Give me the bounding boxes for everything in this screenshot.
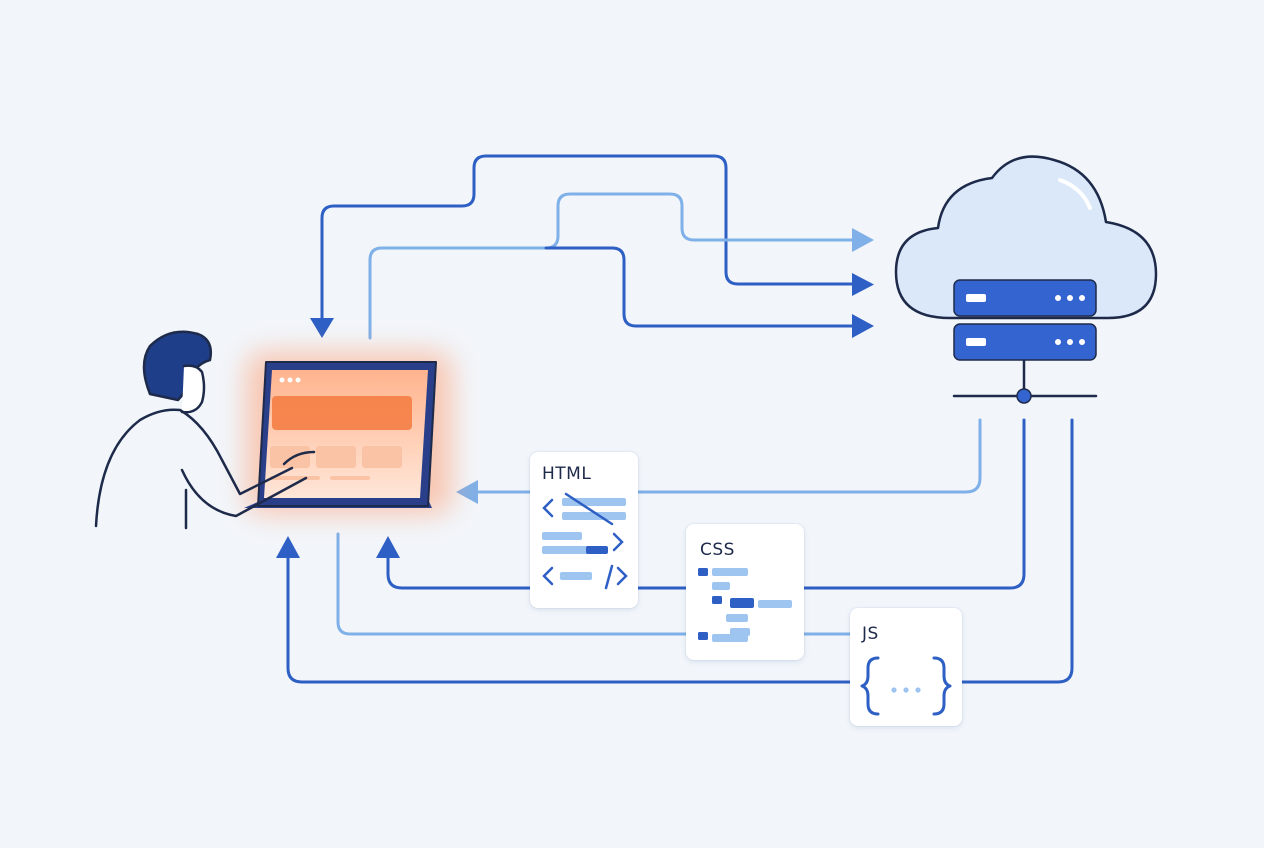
- arrowhead-cloud-bottom: [852, 314, 874, 338]
- request-arrows: [310, 154, 874, 340]
- screen-card-1: [270, 446, 310, 468]
- person-arm: [180, 468, 308, 518]
- arrowhead-up-outer: [276, 536, 300, 558]
- screen-text-line: [330, 476, 370, 480]
- js-card-label: JS: [862, 624, 879, 644]
- cloud-highlight: [1058, 178, 1092, 210]
- arrowhead-cloud-middle: [852, 273, 874, 296]
- css-card: CSS: [686, 524, 804, 660]
- request-arrow-light: [368, 192, 862, 340]
- window-dot: [295, 377, 301, 383]
- server-unit-1: [953, 279, 1097, 317]
- screen-card-2: [316, 446, 356, 468]
- server-slot-2: [966, 338, 986, 346]
- server-led: [1079, 295, 1085, 301]
- arrowhead-cloud-top: [852, 228, 874, 252]
- request-arrow-dark: [544, 246, 862, 328]
- person-pointing-icon: [94, 330, 316, 530]
- server-slot-1: [966, 294, 986, 302]
- server-led: [1067, 339, 1073, 345]
- server-led: [1067, 295, 1073, 301]
- js-card: JS: [850, 608, 962, 726]
- response-arrow-to-device: [320, 154, 862, 322]
- network-node: [1016, 388, 1032, 404]
- screen-text-line: [270, 476, 320, 480]
- css-card-label: CSS: [700, 540, 735, 560]
- html-card: HTML: [530, 452, 638, 608]
- person-body: [94, 408, 294, 528]
- arrowhead-down-device: [310, 318, 334, 338]
- cloud-shape: [894, 155, 1158, 320]
- window-dot: [287, 377, 293, 383]
- server-led: [1055, 339, 1061, 345]
- arrowhead-left-html: [456, 480, 478, 504]
- screen-hero-block: [272, 396, 412, 430]
- server-led: [1079, 339, 1085, 345]
- outer-return-line: [286, 418, 1074, 684]
- window-dot: [279, 377, 285, 383]
- html-return-line: [474, 418, 982, 494]
- html-card-label: HTML: [542, 464, 592, 484]
- screen-card-3: [362, 446, 402, 468]
- server-led: [1055, 295, 1061, 301]
- js-light-line: [336, 532, 862, 636]
- tablet-icon: [244, 352, 452, 514]
- person-hand: [282, 450, 316, 466]
- person-face: [180, 364, 206, 414]
- cloud-server-icon: [894, 155, 1158, 404]
- arrowhead-up-css: [376, 536, 400, 558]
